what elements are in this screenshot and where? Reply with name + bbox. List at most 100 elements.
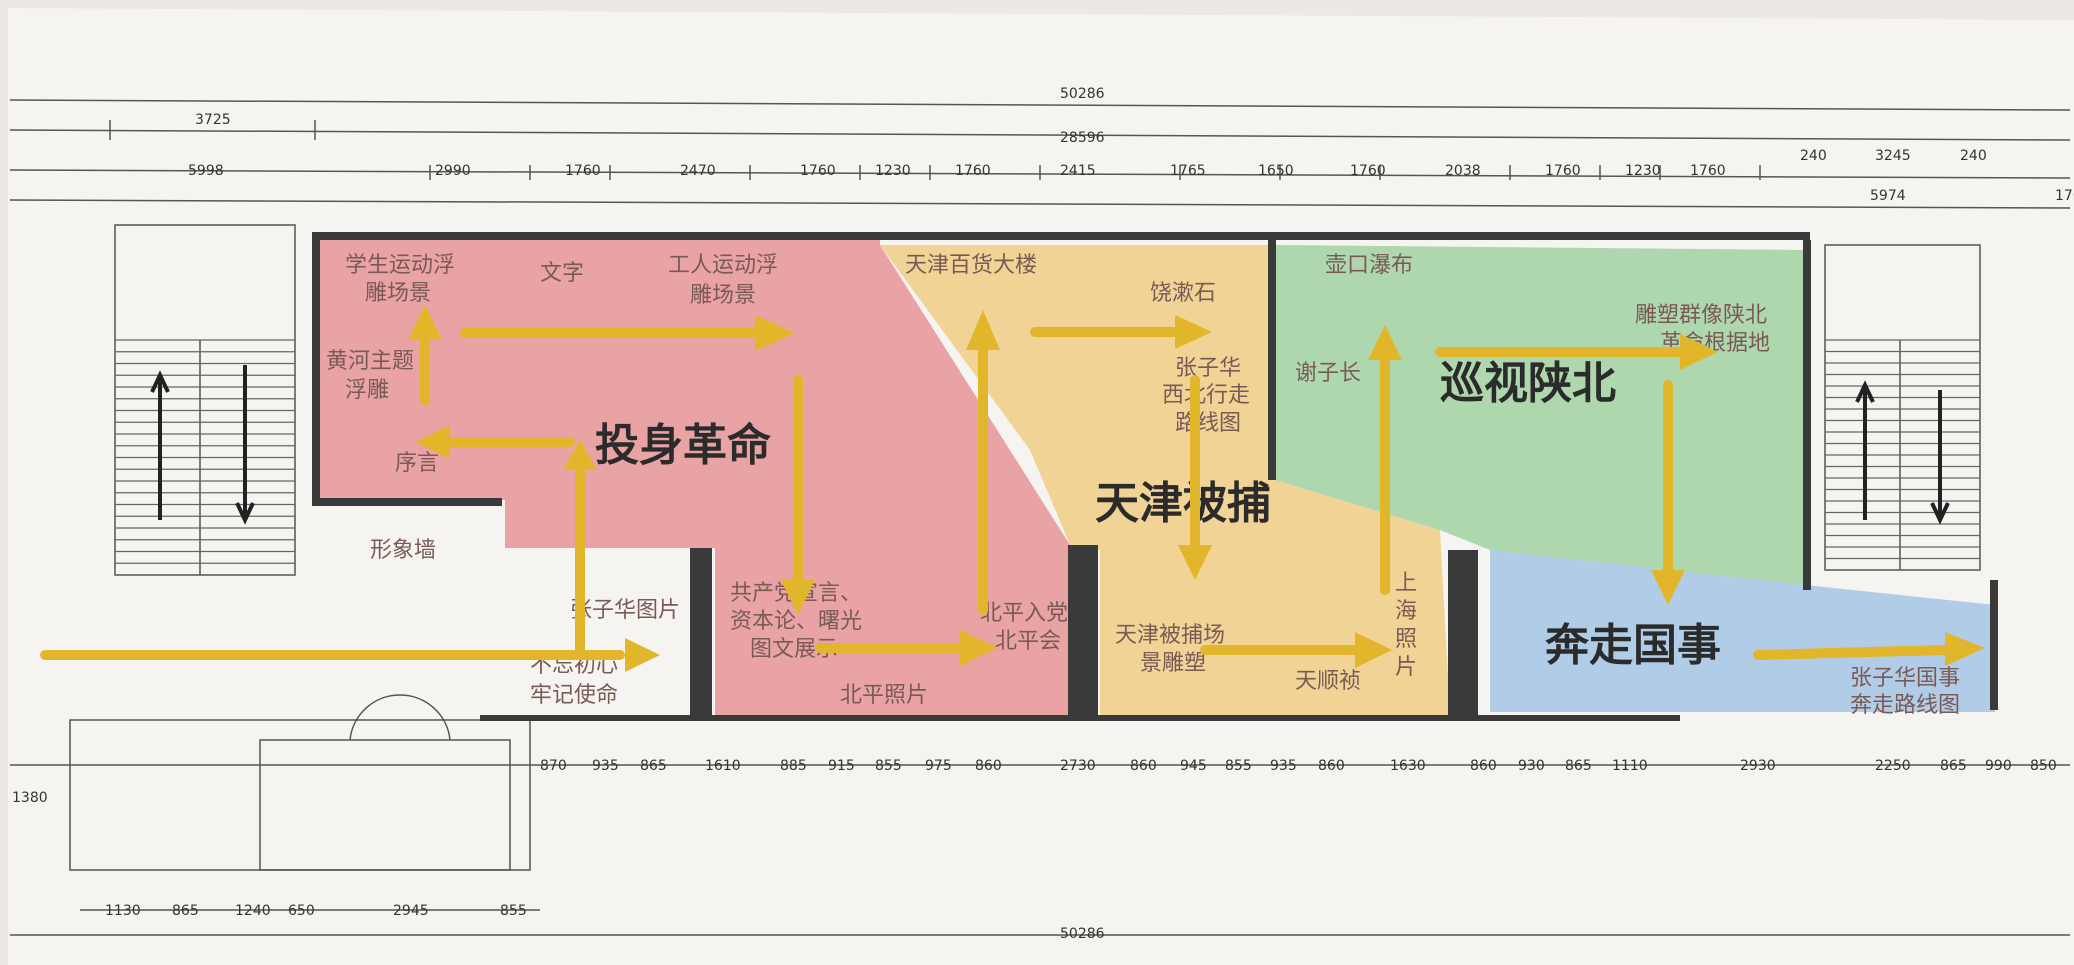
label-shanghai-4: 片 bbox=[1395, 655, 1417, 680]
dim-bottom-17: 930 bbox=[1518, 758, 1545, 774]
label-image-wall: 形象墙 bbox=[370, 538, 436, 563]
right-stair-down-arrow bbox=[1930, 390, 1950, 525]
dim-bottom-3: 1610 bbox=[705, 758, 741, 774]
dim-bottom-0: 870 bbox=[540, 758, 567, 774]
dim-bottom-16: 860 bbox=[1470, 758, 1497, 774]
zone-title-4: 奔走国事 bbox=[1545, 620, 1721, 671]
label-tianshunzhen: 天顺祯 bbox=[1295, 669, 1361, 694]
dim-middle: 28596 bbox=[1060, 130, 1105, 146]
dim-bottom-20: 2930 bbox=[1740, 758, 1776, 774]
dim-top-6: 1760 bbox=[955, 163, 991, 179]
dimension-texts: 50286 28596 3725 5974 1380 170 50286 bbox=[12, 86, 2074, 942]
dim-bottom-21: 2250 bbox=[1875, 758, 1911, 774]
dim-right-mid: 5974 bbox=[1870, 188, 1906, 204]
dim-top-2: 1760 bbox=[565, 163, 601, 179]
dim-top-3: 2470 bbox=[680, 163, 716, 179]
dim-left-segment: 3725 bbox=[195, 112, 231, 128]
dim-right-top: 240 3245 240 bbox=[1800, 148, 1987, 164]
dim-bottom-5: 915 bbox=[828, 758, 855, 774]
label-tianjin-store: 天津百货大楼 bbox=[905, 253, 1037, 278]
arrow-up-to-hukou-head bbox=[1368, 325, 1402, 360]
zone-4-area bbox=[1490, 550, 1995, 712]
dim-right-top-2: 240 bbox=[1960, 148, 1987, 164]
label-zhang-affairs-b: 奔走路线图 bbox=[1850, 693, 1960, 718]
dim-bottom-18: 865 bbox=[1565, 758, 1592, 774]
label-shanghai-1: 上 bbox=[1395, 571, 1417, 596]
label-student-relief-b: 雕场景 bbox=[365, 281, 431, 306]
label-text: 文字 bbox=[540, 261, 584, 286]
dim-lower-left-3: 650 bbox=[288, 903, 315, 919]
dim-lower-left-2: 1240 bbox=[235, 903, 271, 919]
dim-bottom-24: 850 bbox=[2030, 758, 2057, 774]
dim-lower-left-5: 855 bbox=[500, 903, 527, 919]
arrow-right-to-rao-head bbox=[1175, 315, 1212, 349]
dim-top-5: 1230 bbox=[875, 163, 911, 179]
dimension-lines bbox=[9, 99, 2071, 936]
dim-top-14: 1760 bbox=[1690, 163, 1726, 179]
label-zhang-photo: 张子华图片 bbox=[570, 598, 680, 623]
arrow-down-to-manifesto-head bbox=[781, 580, 815, 615]
arrow-down-to-affairs-head bbox=[1651, 570, 1685, 605]
label-sculpture-group: 雕塑群像陕北 bbox=[1635, 303, 1767, 328]
label-manifesto-b: 资本论、曙光 bbox=[730, 609, 862, 634]
zone-title-1: 投身革命 bbox=[595, 420, 771, 471]
label-hukou-falls: 壶口瀑布 bbox=[1325, 253, 1413, 278]
plan-labels: 学生运动浮 雕场景 文字 工人运动浮 雕场景 黄河主题 浮雕 序言 形象墙 张子… bbox=[326, 253, 1960, 718]
arrow-left-to-preface-head bbox=[415, 425, 450, 459]
label-worker-relief: 工人运动浮 bbox=[668, 253, 778, 278]
label-zhang-northwest: 张子华 bbox=[1175, 356, 1241, 381]
dim-side-left: 1380 bbox=[12, 790, 48, 806]
label-arrest-sculpture: 天津被捕场 bbox=[1115, 623, 1225, 648]
dim-top-11: 2038 bbox=[1445, 163, 1481, 179]
walls bbox=[312, 232, 1998, 721]
arrow-right-to-shanghai-head bbox=[1355, 632, 1392, 668]
dim-bottom-4: 885 bbox=[780, 758, 807, 774]
label-beiping-join-b: 北平会 bbox=[995, 629, 1061, 654]
dim-lower-left-0: 1130 bbox=[105, 903, 141, 919]
dim-right-top-1: 3245 bbox=[1875, 148, 1911, 164]
dim-top-0: 5998 bbox=[188, 163, 224, 179]
dim-bottom-2: 865 bbox=[640, 758, 667, 774]
label-arrest-sculpture-b: 景雕塑 bbox=[1140, 651, 1206, 676]
dim-lower-left-1: 865 bbox=[172, 903, 199, 919]
label-zhang-northwest-b: 西北行走 bbox=[1162, 383, 1250, 408]
label-shanghai-2: 海 bbox=[1395, 599, 1417, 624]
dim-right-top-0: 240 bbox=[1800, 148, 1827, 164]
right-stair-up-arrow bbox=[1855, 380, 1875, 520]
arrow-exit bbox=[1753, 645, 1950, 660]
left-stair-steps bbox=[115, 339, 295, 576]
dim-top-13: 1230 bbox=[1625, 163, 1661, 179]
zone-titles: 投身革命 天津被捕 巡视陕北 奔走国事 bbox=[595, 358, 1721, 671]
lower-left-rooms bbox=[69, 694, 531, 871]
label-original-intent-b: 牢记使命 bbox=[530, 683, 618, 708]
arrow-entrance-head bbox=[625, 638, 660, 672]
arrow-exit-head bbox=[1945, 632, 1985, 666]
label-preface: 序言 bbox=[395, 451, 439, 476]
zone-title-2: 天津被捕 bbox=[1095, 478, 1271, 529]
dim-bottom-6: 855 bbox=[875, 758, 902, 774]
dim-bottom-13: 935 bbox=[1270, 758, 1297, 774]
dim-top-8: 1765 bbox=[1170, 163, 1206, 179]
dim-bottom-22: 865 bbox=[1940, 758, 1967, 774]
label-yellow-river-relief: 黄河主题 bbox=[326, 349, 414, 374]
dim-total-top: 50286 bbox=[1060, 86, 1105, 102]
dim-right-edge: 170 bbox=[2055, 188, 2074, 204]
dim-bottom-14: 860 bbox=[1318, 758, 1345, 774]
label-worker-relief-b: 雕场景 bbox=[690, 283, 756, 308]
dim-bottom-7: 975 bbox=[925, 758, 952, 774]
right-stair-steps bbox=[1825, 339, 1980, 571]
arrow-right-to-beiping-head bbox=[960, 630, 998, 666]
arrow-up-to-preface-head bbox=[563, 440, 597, 470]
zone-title-3: 巡视陕北 bbox=[1440, 358, 1616, 409]
dim-bottom-9: 2730 bbox=[1060, 758, 1096, 774]
arrow-up-to-store-head bbox=[966, 310, 1000, 350]
label-yellow-river-relief-b: 浮雕 bbox=[345, 378, 389, 403]
zone-1-area bbox=[318, 240, 1070, 715]
dim-top-9: 1650 bbox=[1258, 163, 1294, 179]
label-beiping-join: 北平入党 bbox=[980, 601, 1068, 626]
dim-top-4: 1760 bbox=[800, 163, 836, 179]
label-rao-shushi: 饶漱石 bbox=[1150, 281, 1216, 306]
